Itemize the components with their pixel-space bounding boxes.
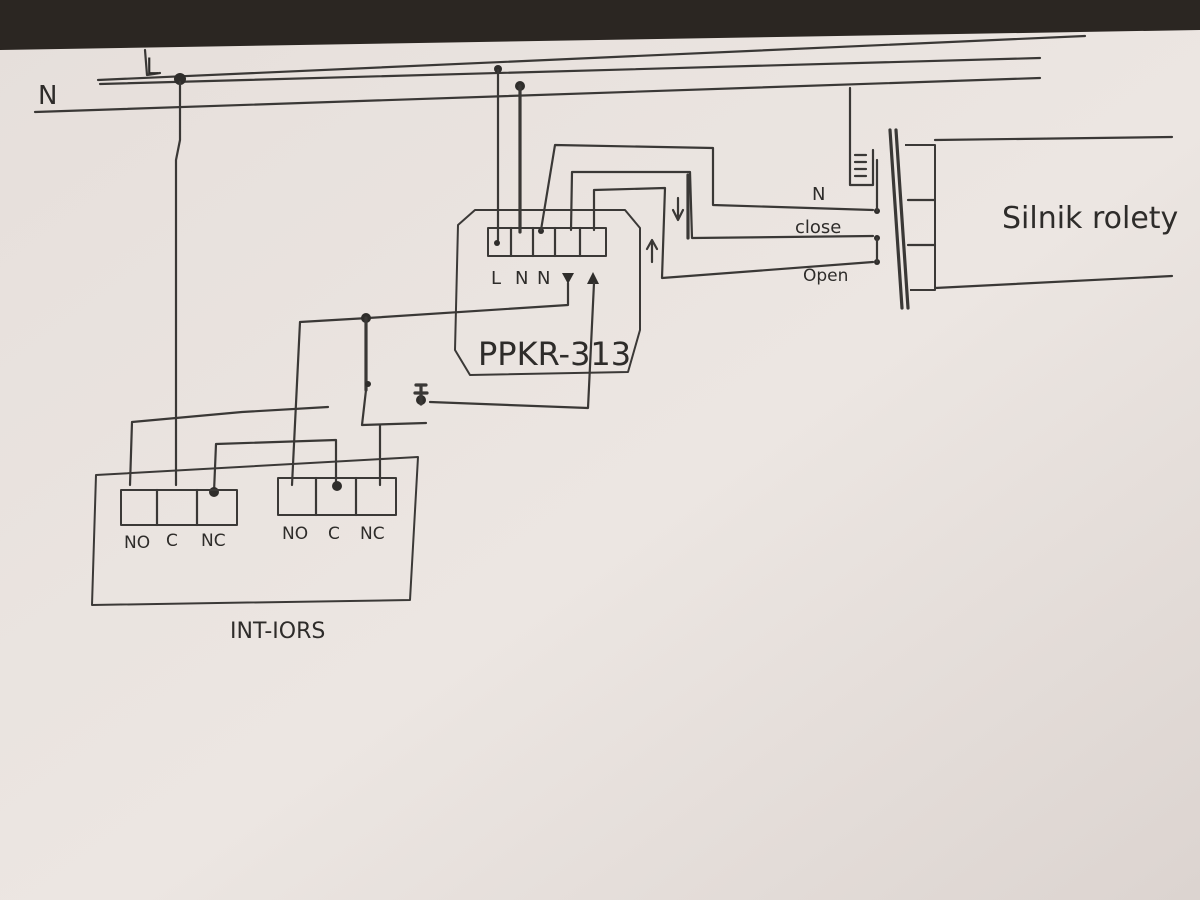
relay-module bbox=[91, 456, 419, 606]
motor-open-label: Open bbox=[803, 266, 848, 286]
left-contact-nc: NC bbox=[201, 531, 226, 551]
controller-name: PPKR-313 bbox=[478, 335, 631, 373]
ppkr-controller bbox=[454, 209, 641, 376]
left-contact-no: NO bbox=[124, 533, 150, 553]
neutral-label: N bbox=[38, 81, 57, 111]
motor-terminal-block bbox=[848, 86, 910, 310]
left-contact-c: C bbox=[166, 531, 178, 551]
motor-body bbox=[905, 135, 1174, 291]
motor-close-label: close bbox=[795, 217, 841, 238]
terminal-label-3: N bbox=[537, 268, 550, 289]
arrow-down-icon bbox=[562, 273, 574, 284]
live-feed-wire bbox=[174, 73, 186, 487]
right-contact-c: C bbox=[328, 524, 340, 544]
right-contact-nc: NC bbox=[360, 524, 385, 544]
motor-label: Silnik rolety bbox=[1002, 201, 1178, 236]
motor-neutral-label: N bbox=[812, 184, 825, 205]
terminal-label-1: L bbox=[491, 268, 501, 289]
motor-output-wires bbox=[539, 143, 875, 280]
live-label: L bbox=[146, 55, 159, 80]
paper-sheet bbox=[0, 30, 1200, 900]
mains-lines bbox=[33, 34, 1087, 114]
terminal-label-2: N bbox=[515, 268, 528, 289]
relay-module-name: INT-IORS bbox=[230, 619, 325, 644]
right-contact-no: NO bbox=[282, 524, 308, 544]
controller-power-wires bbox=[494, 65, 544, 246]
arrow-up-icon bbox=[587, 272, 599, 284]
